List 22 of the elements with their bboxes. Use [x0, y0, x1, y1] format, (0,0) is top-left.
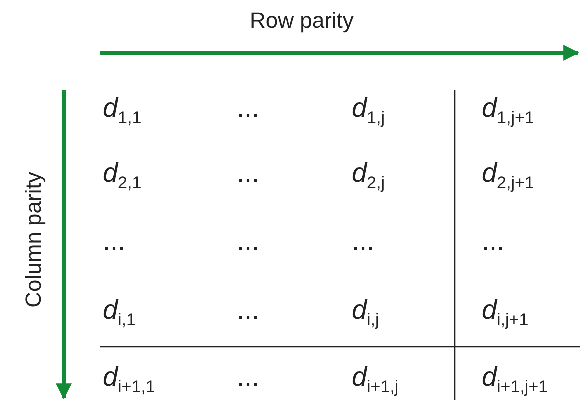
matrix-entry: ...	[237, 226, 260, 256]
matrix-entry: ...	[482, 226, 505, 256]
matrix-entry: d$_{2,j+1}$	[482, 158, 534, 194]
matrix-entry: ...	[237, 362, 260, 392]
matrix-entry: ...	[237, 295, 260, 325]
matrix-entry: d$_{1,1}$	[103, 93, 142, 130]
matrix-entry: d$_{i,1}$	[103, 295, 136, 332]
column-parity-label: Column parity	[21, 172, 47, 308]
matrix-entry: d$_{i+1,1}$	[103, 362, 156, 398]
matrix-entry: d$_{i,j}$	[352, 295, 380, 332]
matrix-entry: d$_{i+1,j}$	[352, 362, 399, 398]
matrix-entry: ...	[237, 158, 260, 188]
row-parity-label: Row parity	[250, 8, 354, 34]
matrix-entry: d$_{1,j+1}$	[482, 93, 534, 130]
matrix-entry: ...	[237, 93, 260, 123]
matrix-entry: d$_{2,j}$	[352, 158, 385, 194]
matrix-entry: d$_{i,j+1}$	[482, 295, 529, 332]
matrix-entry: d$_{i+1,j+1}$	[482, 362, 548, 398]
matrix-entry: d$_{2,1}$	[103, 158, 142, 194]
matrix-entry: d$_{1,j}$	[352, 93, 385, 130]
matrix-entry: ...	[103, 226, 126, 256]
matrix-entry: ...	[352, 226, 375, 256]
